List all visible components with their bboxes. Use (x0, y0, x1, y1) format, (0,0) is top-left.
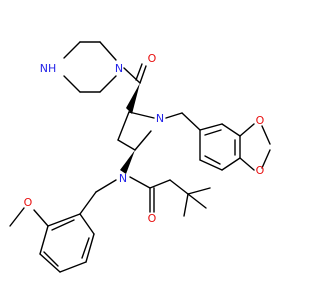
wedge-bond (120, 150, 135, 174)
atom-label-n: N (119, 172, 127, 185)
wedge-bond (126, 83, 140, 114)
bond (117, 111, 130, 141)
bond (139, 65, 147, 84)
bond (47, 213, 81, 227)
bond (79, 213, 95, 235)
bond (221, 157, 241, 171)
bond (51, 219, 75, 231)
atom-label-o: O (256, 114, 265, 127)
bond (165, 112, 183, 119)
bond (199, 159, 223, 171)
molecule-diagram: NH N O N O O N O O (9, 41, 271, 273)
atom-label-o: O (148, 212, 157, 225)
bond (135, 63, 143, 81)
bond (79, 191, 97, 215)
bond (183, 193, 189, 217)
bond (43, 251, 59, 267)
atom-label-o: O (256, 164, 265, 177)
bond (63, 75, 81, 93)
bond (187, 187, 211, 195)
bond (181, 112, 201, 131)
bond (261, 149, 271, 169)
bond (169, 179, 189, 195)
bonds (9, 41, 271, 273)
bond (261, 125, 271, 145)
atom-label-o: O (148, 52, 157, 65)
bond (9, 207, 25, 227)
bond (239, 157, 255, 171)
bond (99, 75, 117, 93)
bond (117, 139, 136, 151)
bond (85, 233, 95, 263)
bond (95, 179, 117, 193)
bond (33, 209, 49, 227)
bond (221, 123, 241, 137)
atom-label-o: O (24, 196, 33, 209)
bond (149, 179, 171, 189)
atom-label-nh: NH (40, 62, 57, 75)
atom-label-n: N (115, 62, 123, 75)
bond (39, 225, 49, 255)
bond (199, 123, 223, 131)
bond (81, 237, 90, 259)
bond (204, 155, 221, 165)
bond (123, 67, 141, 84)
bond (134, 130, 152, 151)
bond (129, 176, 151, 189)
atom-label-n: N (156, 112, 164, 125)
bond (128, 111, 155, 119)
bond (99, 41, 117, 61)
bond (63, 41, 81, 59)
bond (239, 123, 255, 137)
atom-labels: NH N O N O O N O O (24, 52, 265, 225)
bond (59, 261, 87, 273)
bond (187, 193, 207, 209)
bond (204, 129, 222, 136)
bond (39, 253, 61, 273)
